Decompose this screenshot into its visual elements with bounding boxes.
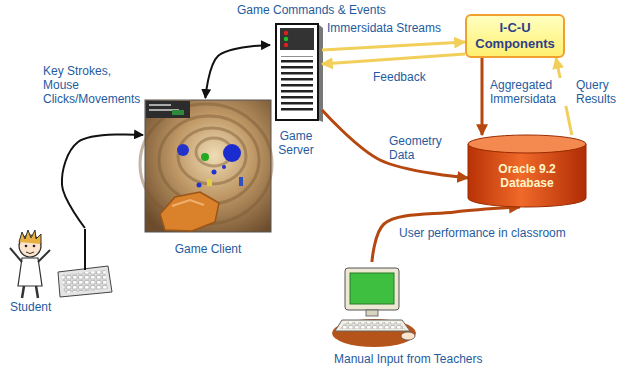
- node-caption: I-C-U Components: [473, 20, 557, 52]
- student-figure-part: [19, 230, 41, 244]
- node-caption: Game Client: [143, 242, 273, 256]
- teacher-computer-part: [345, 268, 399, 310]
- game-screenshot-part-part: [159, 116, 259, 204]
- node-caption: Manual Input from Teachers: [330, 352, 510, 366]
- flow-arrow: [62, 134, 143, 228]
- teacher-computer: [332, 268, 416, 347]
- flow-arrow: [481, 58, 484, 135]
- student-figure-part: [26, 252, 34, 254]
- server-icon-part: [284, 31, 288, 35]
- teacher-computer-part: [350, 273, 394, 304]
- student-figure-part: [25, 245, 28, 248]
- flow-label: Feedback: [372, 70, 427, 84]
- game-screenshot-part: [239, 177, 243, 186]
- keyboard-part: [58, 266, 112, 297]
- teacher-computer-part: [335, 320, 410, 331]
- student-figure: [10, 230, 50, 298]
- flow-arrow: [322, 54, 465, 64]
- database-cylinder: Oracle 9.2 Database: [468, 135, 586, 207]
- server-icon-part: [280, 28, 314, 50]
- game-screenshot: [140, 100, 272, 232]
- server-icon-part: [284, 43, 288, 47]
- server-icon-part: [281, 56, 313, 114]
- flow-label: Query Results: [575, 78, 624, 106]
- flow-label: Aggregated Immersidata: [489, 78, 567, 106]
- teacher-computer-part: [366, 310, 378, 316]
- flow-label: Key Strokes, Mouse Clicks/Movements: [42, 64, 144, 106]
- game-screenshot-part-part: [178, 128, 246, 184]
- student-figure-part: [22, 286, 38, 298]
- teacher-computer-part: [401, 332, 415, 340]
- flow-arrow: [205, 45, 270, 98]
- student-figure-part: [33, 245, 36, 248]
- game-screenshot-part: [172, 110, 184, 115]
- flow-label: Geometry Data: [388, 134, 470, 162]
- game-screenshot-part: [201, 153, 209, 161]
- student-node: Student: [2, 228, 114, 314]
- game-screenshot-part: [223, 144, 241, 162]
- node-caption: Student: [2, 300, 114, 314]
- keyboard-part: [84, 229, 86, 270]
- game-screenshot-part: [197, 183, 202, 188]
- keyboard: [58, 229, 112, 297]
- icu-box: I-C-U Components: [465, 14, 565, 58]
- game-screenshot-part: [212, 170, 217, 175]
- server-icon-part: [284, 37, 288, 41]
- game-screenshot-part: [146, 101, 190, 118]
- game-server-node: Game Server: [270, 22, 322, 157]
- game-screenshot-part: [172, 200, 204, 206]
- flow-label: User performance in classroom: [398, 226, 567, 240]
- cylinder-top: [468, 135, 586, 153]
- teacher-node: Manual Input from Teachers: [330, 262, 510, 366]
- game-screenshot-part: [207, 179, 212, 186]
- game-client-node: Game Client: [143, 98, 273, 256]
- game-screenshot-part: [222, 165, 226, 169]
- server-icon-part: [276, 24, 318, 120]
- teacher-computer-part: [340, 322, 405, 329]
- game-screenshot-part: [177, 144, 189, 156]
- game-screenshot-part: [149, 104, 171, 106]
- node-caption: Game Server: [270, 129, 322, 157]
- game-screenshot-part: [160, 192, 219, 231]
- node-caption: Oracle 9.2 Database: [476, 162, 578, 190]
- flow-arrow: [322, 42, 465, 50]
- flow-label: Game Commands & Events: [236, 3, 387, 17]
- teacher-computer-part: [332, 319, 416, 347]
- server-icon: [276, 24, 323, 122]
- flow-label: Immersidata Streams: [326, 21, 442, 35]
- keyboard-part: [62, 270, 108, 293]
